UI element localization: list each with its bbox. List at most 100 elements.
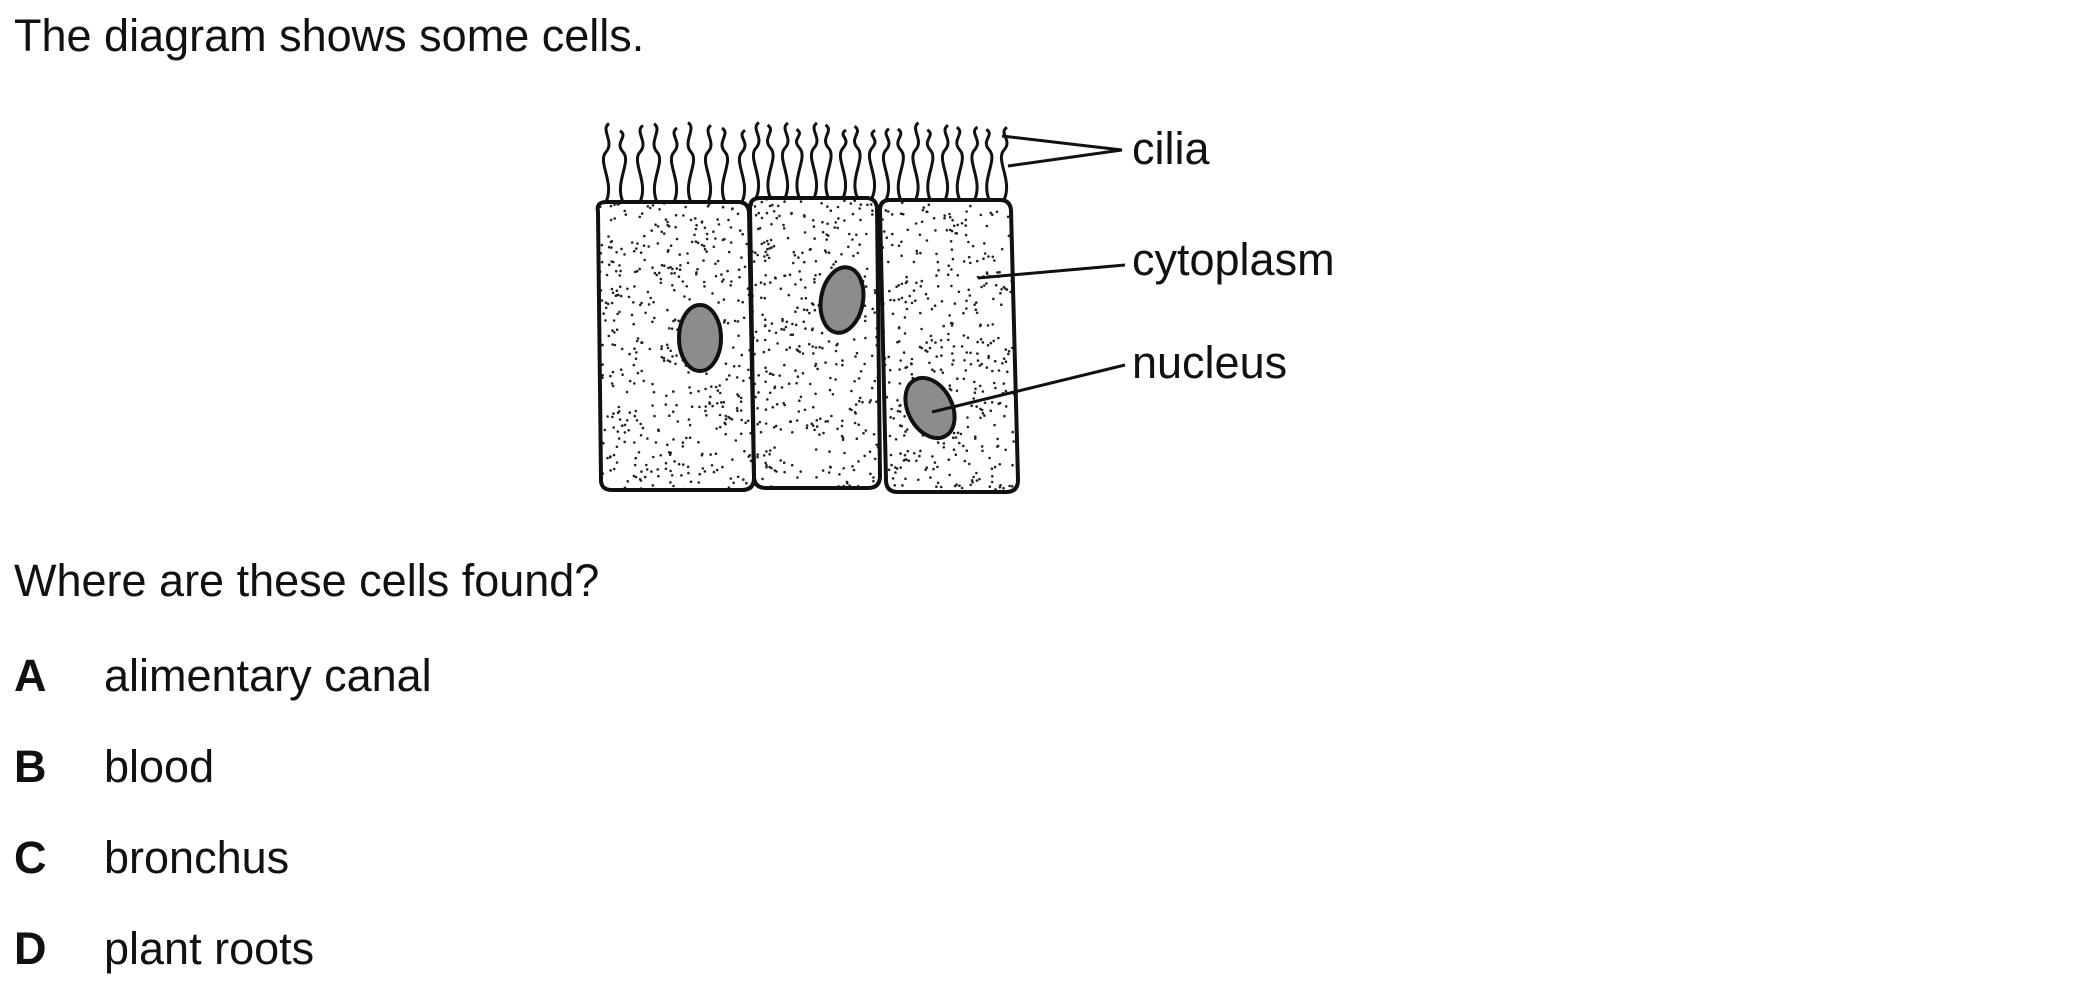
- stipple-dot: [973, 391, 977, 395]
- stipple-dot: [606, 415, 609, 418]
- stipple-dot: [904, 366, 907, 370]
- stipple-dot: [920, 220, 924, 224]
- stipple-dot: [829, 376, 832, 380]
- stipple-dot: [933, 304, 937, 308]
- stipple-dot: [987, 255, 990, 258]
- stipple-dot: [819, 417, 822, 421]
- stipple-dot: [920, 279, 924, 283]
- stipple-dot: [668, 360, 672, 363]
- stipple-dot: [756, 453, 759, 456]
- stipple-dot: [612, 426, 615, 429]
- stipple-dot: [732, 346, 735, 349]
- stipple-dot: [612, 412, 615, 415]
- stipple-dot: [633, 270, 637, 274]
- stipple-dot: [678, 268, 682, 272]
- stipple-dot: [764, 380, 767, 384]
- stipple-dot: [894, 438, 898, 441]
- stipple-dot: [619, 368, 623, 372]
- stipple-dot: [730, 207, 734, 211]
- stipple-dot: [671, 284, 674, 287]
- stipple-dot: [1018, 353, 1021, 356]
- stipple-dot: [947, 332, 950, 336]
- stipple-dot: [805, 426, 809, 430]
- stipple-dot: [711, 404, 714, 408]
- stipple-dot: [657, 428, 660, 432]
- cilium: [984, 128, 994, 201]
- stipple-dot: [754, 330, 758, 334]
- stipple-dot: [650, 229, 653, 232]
- stipple-dot: [899, 452, 902, 455]
- stipple-dot: [604, 301, 608, 305]
- stipple-dot: [756, 422, 759, 426]
- stipple-dot: [841, 436, 845, 440]
- stipple-dot: [727, 250, 731, 254]
- stipple-dot: [947, 264, 950, 268]
- stipple-dot: [893, 484, 897, 487]
- stipple-dot: [836, 226, 839, 230]
- stipple-dot: [888, 368, 892, 372]
- stipple-dot: [952, 448, 956, 452]
- stipple-dot: [687, 371, 690, 374]
- stipple-dot: [906, 228, 909, 232]
- stipple-dot: [627, 429, 630, 432]
- stipple-dot: [864, 336, 867, 340]
- stipple-dot: [891, 232, 894, 236]
- stipple-dot: [761, 477, 764, 481]
- stipple-dot: [814, 362, 818, 366]
- stipple-dot: [791, 431, 794, 434]
- stipple-dot: [708, 401, 711, 404]
- stipple-dot: [925, 210, 928, 214]
- stipple-dot: [802, 308, 806, 312]
- stipple-dot: [671, 267, 674, 271]
- stipple-dot: [988, 485, 992, 489]
- cytoplasm-stipple: [750, 198, 880, 488]
- stipple-dot: [627, 295, 631, 299]
- stipple-dot: [704, 405, 707, 408]
- stipple-dot: [967, 240, 970, 244]
- stipple-dot: [720, 401, 723, 404]
- stipple-dot: [976, 259, 979, 263]
- stipple-dot: [670, 272, 673, 275]
- cilia-strands: [601, 121, 1009, 203]
- stipple-dot: [986, 343, 990, 347]
- stipple-dot: [797, 410, 801, 413]
- intro-text: The diagram shows some cells.: [14, 10, 645, 61]
- stipple-dot: [714, 274, 718, 278]
- stipple-dot: [861, 400, 864, 404]
- stipple-dot: [939, 485, 943, 489]
- stipple-dot: [688, 386, 691, 389]
- stipple-dot: [651, 382, 654, 386]
- stipple-dot: [975, 405, 978, 408]
- stipple-dot: [1012, 440, 1015, 443]
- stipple-dot: [894, 471, 897, 474]
- stipple-dot: [715, 427, 718, 430]
- stipple-dot: [739, 396, 743, 400]
- stipple-dot: [706, 204, 710, 208]
- cilium: [669, 126, 679, 203]
- stipple-dot: [996, 444, 1000, 448]
- stipple-dot: [698, 405, 701, 409]
- nucleus: [903, 375, 957, 441]
- stipple-dot: [901, 212, 905, 216]
- stipple-dot: [948, 314, 951, 317]
- stipple-dot: [764, 274, 767, 277]
- stipple-dot: [873, 379, 877, 383]
- stipple-dot: [829, 209, 833, 212]
- stipple-dot: [979, 338, 983, 341]
- stipple-dot: [956, 223, 959, 227]
- stipple-dot: [762, 350, 766, 354]
- stipple-dot: [729, 226, 733, 229]
- stipple-dot: [950, 324, 954, 327]
- stipple-dot: [648, 206, 652, 210]
- stipple-dot: [700, 243, 704, 247]
- stipple-dot: [924, 349, 927, 352]
- stipple-dot: [735, 407, 739, 410]
- stipple-dot: [979, 416, 982, 420]
- stipple-dot: [883, 230, 886, 233]
- stipple-dot: [808, 382, 812, 386]
- stipple-dot: [924, 292, 928, 296]
- stipple-dot: [632, 474, 636, 478]
- stipple-dot: [993, 465, 997, 469]
- stipple-dot: [633, 463, 637, 467]
- stipple-dot: [946, 273, 950, 277]
